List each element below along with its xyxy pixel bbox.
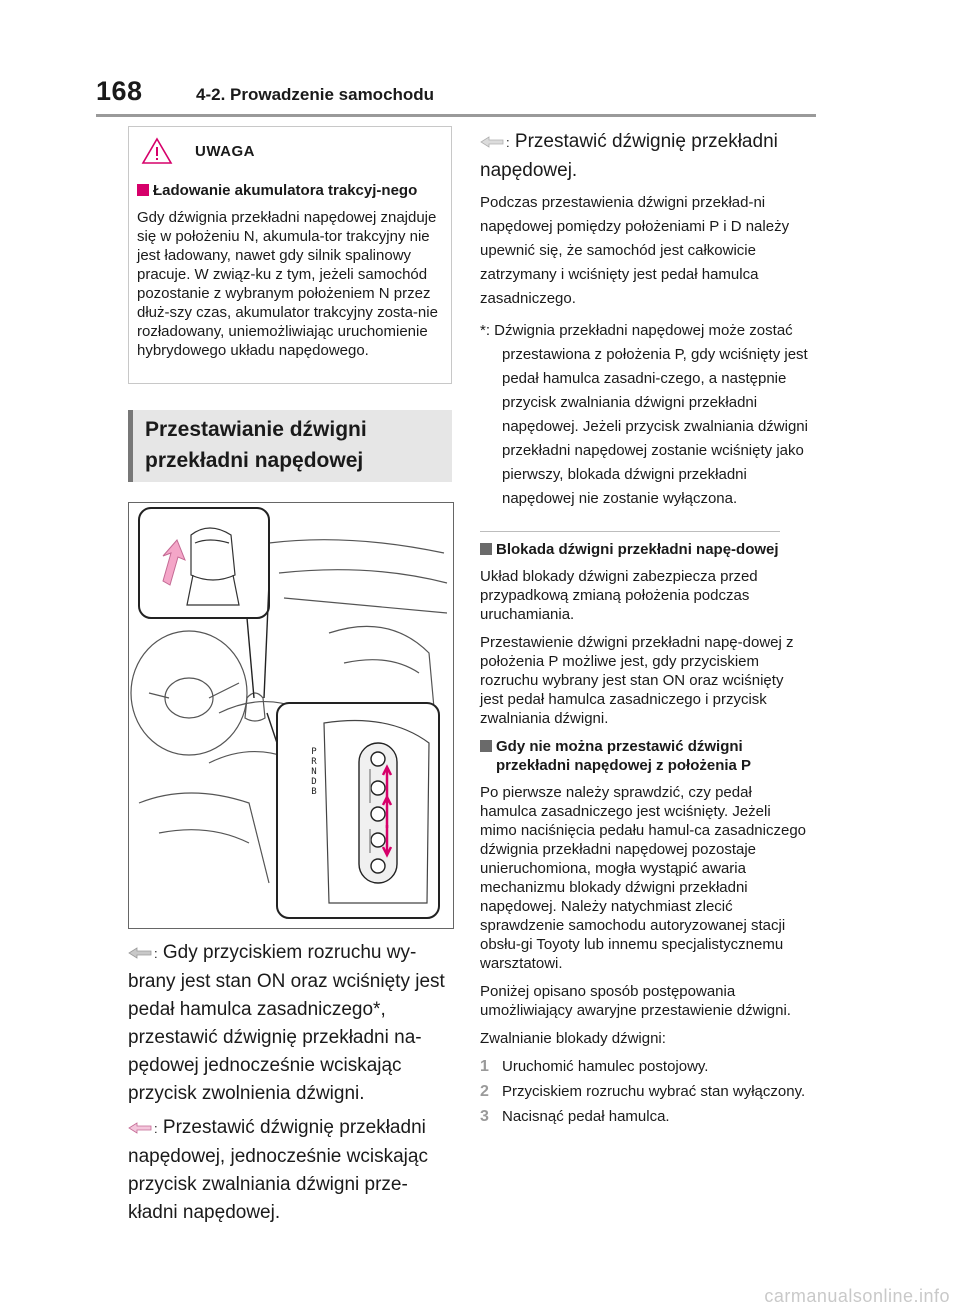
grey-square-icon	[480, 740, 492, 752]
pink-up-arrow-icon	[162, 539, 186, 586]
gear-position-labels: P R N D B	[309, 747, 319, 797]
warning-triangle-icon	[141, 137, 173, 164]
light-arrow-icon	[480, 136, 504, 148]
release-intro: Zwalnianie blokady dźwigni:	[480, 1030, 666, 1047]
car-interior-drawing	[130, 507, 448, 919]
shift-knob-inset	[138, 507, 270, 619]
header-rule	[96, 114, 816, 117]
gear-label-n: N	[311, 767, 317, 777]
step-1-text: Gdy przyciskiem rozruchu wy-brany jest s…	[128, 942, 445, 1104]
warning-subhead-text: Ładowanie akumulatora trakcyj-nego	[153, 182, 418, 199]
warning-subhead: Ładowanie akumulatora trakcyj-nego	[137, 181, 445, 200]
cannot-shift-paragraph-2: Poniżej opisano sposób postępowania umoż…	[480, 983, 791, 1019]
pink-square-icon	[137, 184, 149, 196]
page-number: 168	[96, 76, 143, 106]
grey-square-icon	[480, 543, 492, 555]
section-title: 4-2. Prowadzenie samochodu	[196, 85, 435, 104]
list-item: 1 Uruchomić hamulec postojowy.	[480, 1057, 810, 1076]
section-divider	[480, 531, 780, 532]
footnote-star: *: Dźwignia przekładni napędowej może zo…	[480, 322, 808, 507]
lock-paragraph-1: Układ blokady dźwigni zabezpiecza przed …	[480, 568, 758, 623]
shift-gate-inset	[276, 702, 440, 919]
gear-label-d: D	[311, 777, 317, 787]
shift-path-arrows-icon	[381, 764, 393, 858]
list-number: 3	[480, 1108, 489, 1125]
cannot-shift-paragraph-1: Po pierwsze należy sprawdzić, czy pedał …	[480, 784, 807, 972]
list-number: 1	[480, 1058, 489, 1075]
step-1: : Gdy przyciskiem rozruchu wy-brany jest…	[128, 942, 445, 1104]
list-text: Uruchomić hamulec postojowy.	[502, 1058, 709, 1075]
list-text: Przyciskiem rozruchu wybrać stan wyłączo…	[502, 1083, 806, 1100]
warning-header: UWAGA	[137, 127, 445, 181]
left-column: UWAGA Ładowanie akumulatora trakcyj-nego…	[128, 126, 454, 1231]
gear-label-r: R	[311, 757, 317, 767]
pd-note: Podczas przestawienia dźwigni przekład-n…	[480, 194, 790, 307]
list-text: Nacisnąć pedał hamulca.	[502, 1108, 670, 1125]
step-2-text: Przestawić dźwignię przekładni napędowej…	[128, 1117, 428, 1223]
list-item: 3 Nacisnąć pedał hamulca.	[480, 1107, 810, 1126]
pink-arrow-icon	[128, 1122, 152, 1134]
cannot-shift-heading: Gdy nie można przestawić dźwigni przekła…	[480, 737, 810, 775]
step-2: : Przestawić dźwignię przekładni napędow…	[128, 1117, 428, 1223]
grey-arrow-icon	[128, 947, 152, 959]
gear-label-b: B	[311, 787, 317, 797]
warning-text: Gdy dźwignia przekładni napędowej znajdu…	[137, 209, 438, 359]
lock-heading-text: Blokada dźwigni przekładni napę-dowej	[496, 541, 779, 558]
list-item: 2 Przyciskiem rozruchu wybrać stan wyłąc…	[480, 1082, 810, 1101]
gear-label-p: P	[311, 747, 317, 757]
list-number: 2	[480, 1083, 489, 1100]
lock-paragraph-2: Przestawienie dźwigni przekładni napę-do…	[480, 634, 794, 727]
cannot-shift-heading-text: Gdy nie można przestawić dźwigni przekła…	[496, 738, 752, 774]
gear-lever-illustration: P R N D B	[128, 502, 454, 929]
section-heading: Przestawianie dźwigni przekładni napędow…	[128, 410, 452, 482]
warning-box: UWAGA Ładowanie akumulatora trakcyj-nego…	[128, 126, 452, 384]
step-3-text: Przestawić dźwignię przekładni napędowej…	[480, 131, 778, 181]
right-column: : Przestawić dźwignię przekładni napędow…	[480, 126, 810, 1132]
lock-heading: Blokada dźwigni przekładni napę-dowej	[480, 540, 810, 559]
step-3: : Przestawić dźwignię przekładni napędow…	[480, 131, 778, 181]
footer-watermark[interactable]: carmanualsonline.info	[764, 1286, 950, 1306]
page-header: 168 4-2. Prowadzenie samochodu	[96, 76, 816, 116]
warning-label: UWAGA	[195, 142, 255, 160]
